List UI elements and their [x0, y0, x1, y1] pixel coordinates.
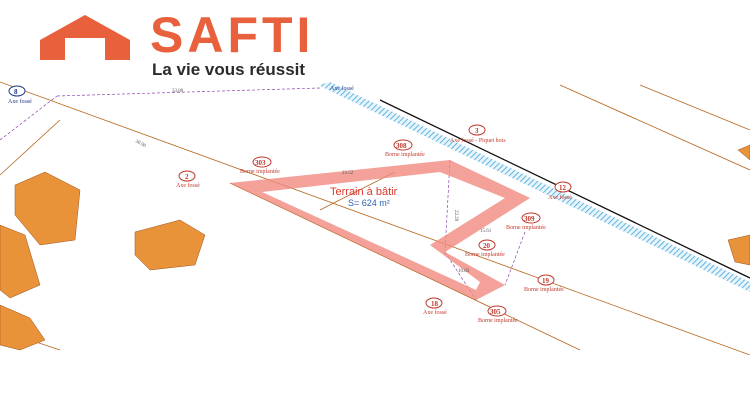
top-ditch-label: Axe fossé: [330, 85, 354, 92]
dimension-label: 10.83: [458, 269, 470, 274]
svg-text:Axe fossé: Axe fossé: [548, 194, 572, 201]
svg-text:308: 308: [396, 142, 407, 150]
svg-text:Borne implantée: Borne implantée: [465, 252, 505, 258]
svg-text:Borne implantée: Borne implantée: [478, 318, 518, 324]
svg-text:303: 303: [255, 159, 266, 167]
road-ditch: [318, 82, 750, 292]
svg-text:20: 20: [483, 242, 491, 250]
cadastral-plan: Terrain à bâtir S= 624 m² 33.80 30.90 23…: [0, 80, 750, 355]
brand-tagline: La vie vous réussit: [152, 60, 306, 79]
svg-text:Axe fossé - Piquet bois: Axe fossé - Piquet bois: [450, 137, 506, 144]
brand-name: SAFTI: [150, 7, 315, 63]
svg-text:309: 309: [524, 215, 535, 223]
svg-text:Axe fossé: Axe fossé: [176, 182, 200, 189]
dimension-label: 15.61: [480, 229, 492, 234]
svg-text:305: 305: [490, 308, 501, 316]
dimension-label: 30.90: [134, 139, 147, 149]
plot-title: Terrain à bâtir: [330, 186, 398, 198]
building-plot-outline: [230, 160, 530, 300]
svg-text:Axe fossé: Axe fossé: [8, 98, 32, 105]
svg-text:Borne implantée: Borne implantée: [240, 169, 280, 175]
svg-text:12: 12: [559, 184, 567, 192]
svg-text:19: 19: [542, 277, 550, 285]
dimension-label: 23.52: [342, 171, 354, 176]
svg-text:8: 8: [14, 88, 18, 96]
parcel-lines: [0, 81, 750, 355]
safti-logo: SAFTI La vie vous réussit: [0, 0, 750, 80]
svg-text:3: 3: [475, 127, 479, 135]
svg-text:Axe fossé: Axe fossé: [423, 309, 447, 316]
dimension-label: 33.80: [172, 89, 184, 94]
svg-text:Borne implantée: Borne implantée: [524, 287, 564, 293]
plot-area: S= 624 m²: [348, 198, 390, 208]
svg-text:18: 18: [431, 300, 439, 308]
house-logo-icon: [40, 15, 130, 60]
buildings: [0, 144, 750, 351]
svg-text:Borne implantée: Borne implantée: [506, 225, 546, 231]
svg-text:2: 2: [185, 173, 189, 181]
svg-text:Borne implantée: Borne implantée: [385, 152, 425, 158]
dimension-label: 22.29: [453, 210, 458, 222]
